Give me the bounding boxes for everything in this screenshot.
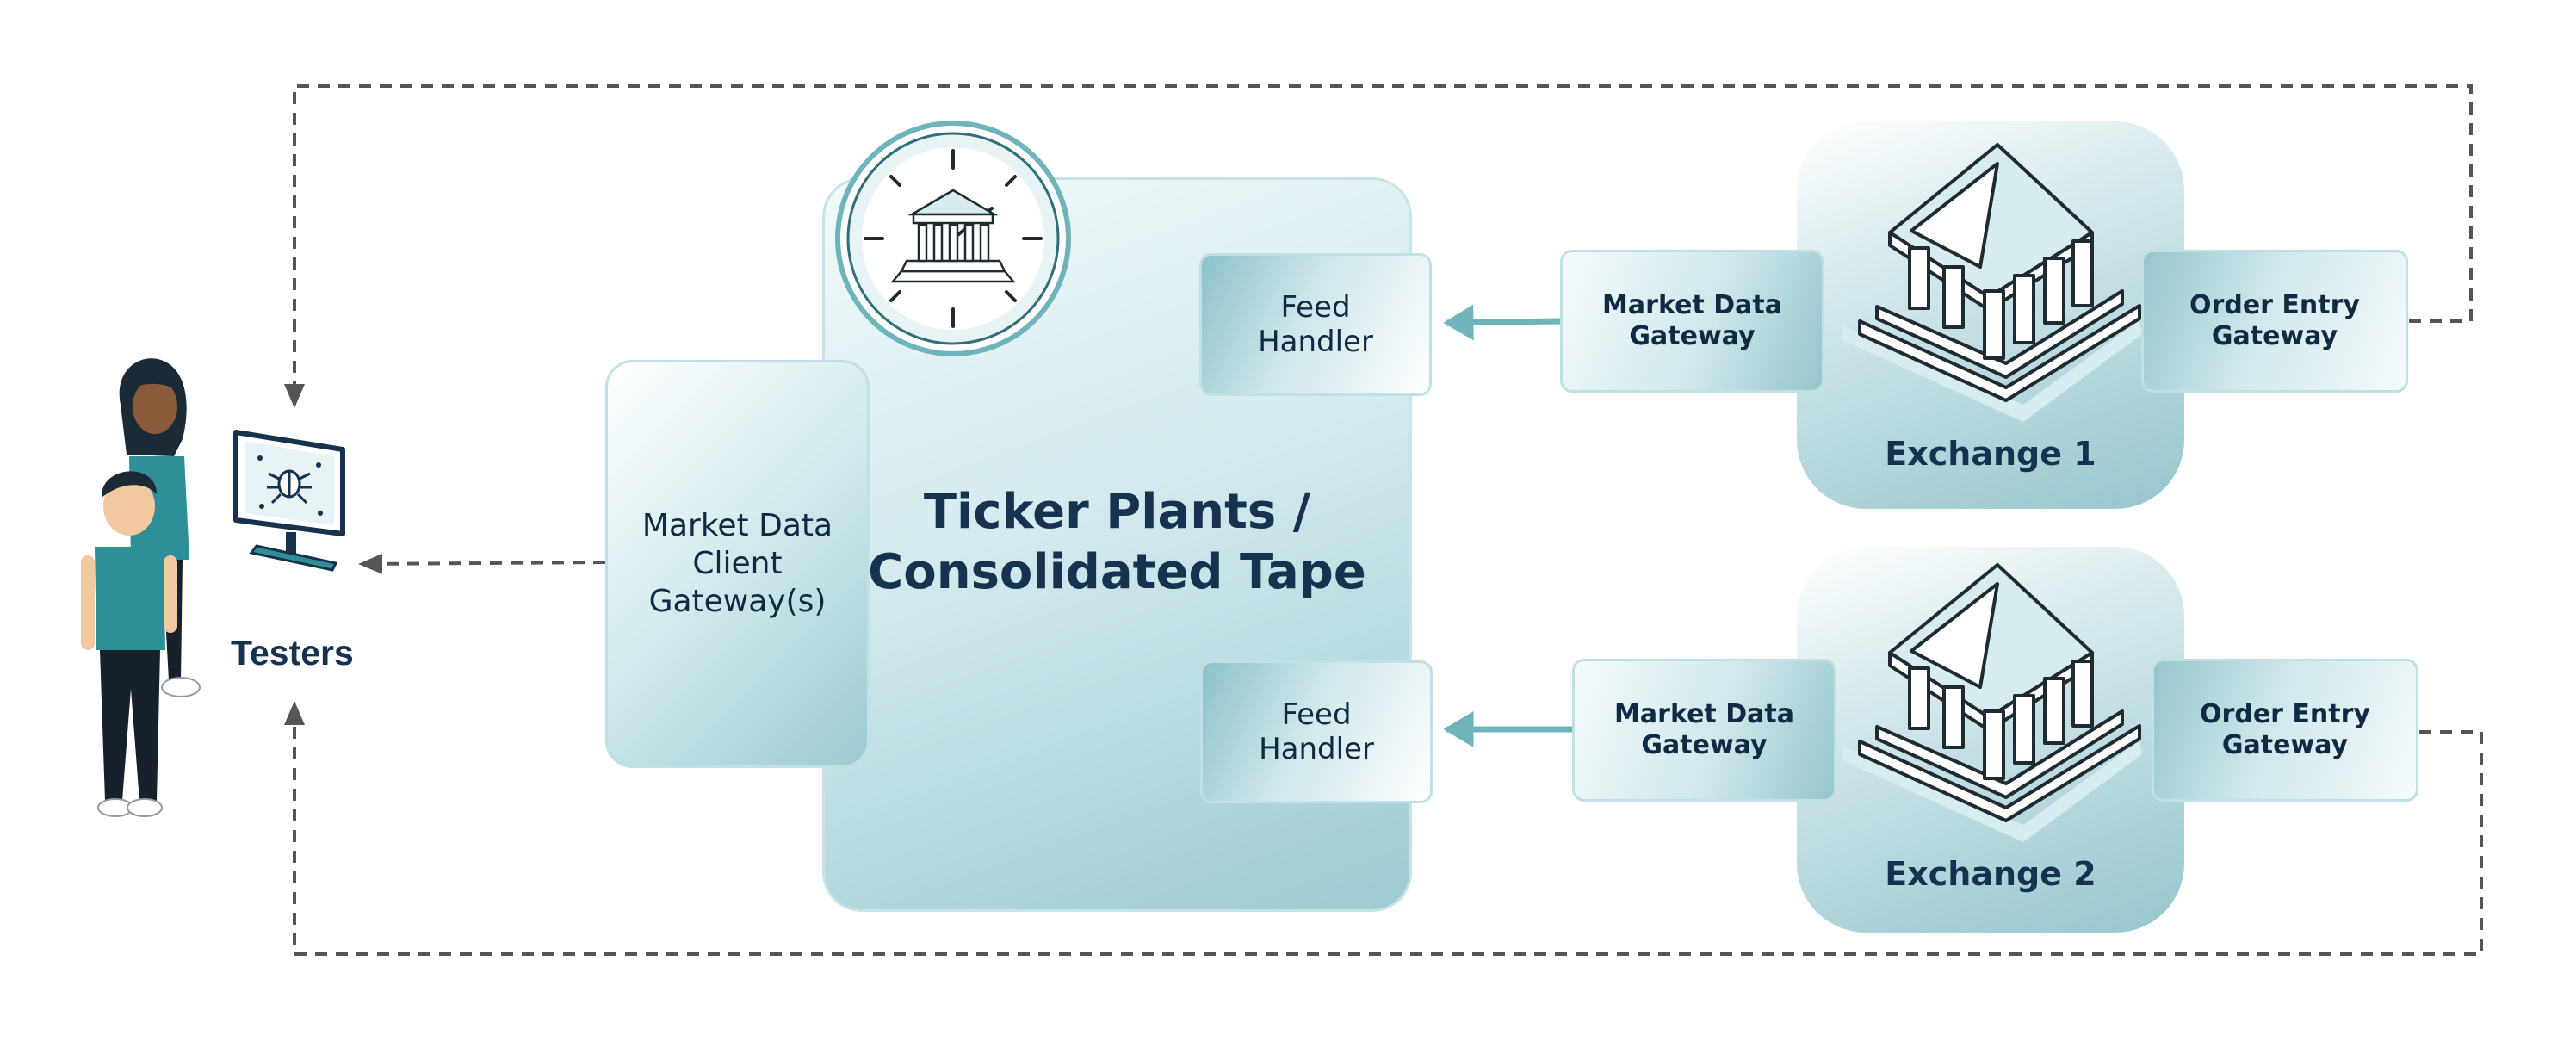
exchange-2-order-entry-gateway: Order Entry Gateway [2152, 659, 2418, 802]
exchange-2-md-gateway-line1: Market Data [1614, 699, 1794, 729]
exchange-1-oe-gateway-line2: Gateway [2211, 321, 2338, 351]
client-gateway-to-testers [358, 553, 606, 574]
testers-label: Testers [231, 633, 354, 672]
feed-handler-1-line2: Handler [1258, 325, 1373, 359]
feed-handler-2-line2: Handler [1259, 732, 1374, 766]
exchange-1-md-gateway-line1: Market Data [1602, 290, 1782, 320]
feed-handler-2: Feed Handler [1200, 660, 1433, 803]
exchange-2-market-data-gateway: Market Data Gateway [1572, 659, 1836, 802]
exchange-2-building-icon [1842, 563, 2142, 842]
exchange-1-md-gateway-line2: Gateway [1629, 321, 1756, 351]
feed-handler-1: Feed Handler [1199, 253, 1432, 396]
monitor-bug-icon [233, 430, 345, 572]
exchange-1-building-icon [1842, 143, 2142, 422]
clock-bank-icon [835, 121, 1071, 356]
exchange-1-order-entry-gateway: Order Entry Gateway [2141, 250, 2408, 393]
client-gateway-line1: Market Data [641, 508, 833, 543]
exchange2-order-entry-loop [284, 701, 2483, 956]
exchange-2-oe-gateway-line2: Gateway [2221, 730, 2349, 760]
client-gateway-line3: Gateway(s) [648, 584, 827, 619]
exchange-2-oe-gateway-line1: Order Entry [2200, 699, 2370, 729]
exchange1-order-entry-loop [284, 84, 2473, 408]
ticker-plant-title-line1: Ticker Plants / [923, 484, 1311, 540]
exchange-2-md-gateway-line2: Gateway [1641, 730, 1768, 760]
testers-illustration [81, 358, 201, 817]
ticker-plant-title: Ticker Plants / Consolidated Tape [822, 482, 1412, 603]
market-data-client-gateway: Market Data Client Gateway(s) [605, 360, 870, 768]
client-gateway-line2: Client [692, 546, 783, 581]
man-tester-figure [81, 471, 177, 817]
exchange-1-title: Exchange 1 [1885, 435, 2096, 473]
feed-handler-2-line1: Feed [1281, 697, 1352, 732]
exchange-2-title: Exchange 2 [1885, 855, 2096, 893]
ticker-plant-title-line2: Consolidated Tape [868, 544, 1366, 600]
exchange-1-oe-gateway-line1: Order Entry [2189, 290, 2360, 320]
md-gateway1-to-feed-handler1 [1443, 304, 1561, 341]
feed-handler-1-line1: Feed [1280, 290, 1351, 325]
exchange-1-market-data-gateway: Market Data Gateway [1560, 250, 1824, 393]
